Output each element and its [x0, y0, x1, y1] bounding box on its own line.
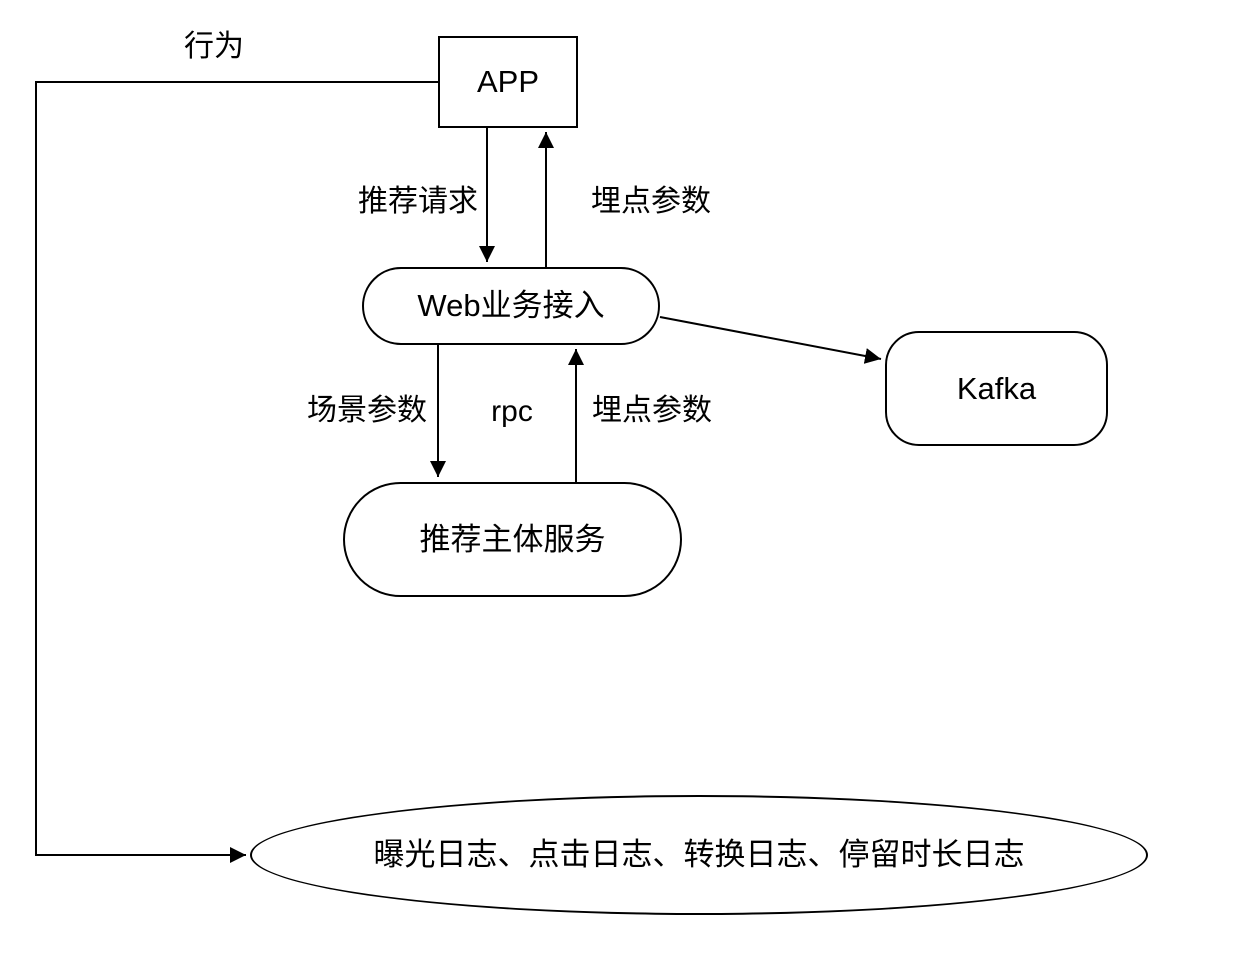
node-recommendation-service-label: 推荐主体服务: [419, 521, 606, 557]
node-app: APP: [438, 36, 578, 128]
edge-label-tracking-params-top: 埋点参数: [591, 185, 711, 218]
node-app-label: APP: [476, 64, 540, 100]
node-web-access: Web业务接入: [362, 267, 660, 345]
edge-label-scene-params: 场景参数: [307, 394, 427, 427]
edge-web-to-kafka: [659, 316, 882, 364]
node-kafka: Kafka: [885, 331, 1108, 446]
edge-label-behavior: 行为: [184, 30, 244, 63]
edge-label-rpc: rpc: [491, 395, 533, 428]
edge-label-tracking-params-mid: 埋点参数: [592, 394, 712, 427]
node-web-access-label: Web业务接入: [417, 288, 605, 324]
edge-app-to-logs: [35, 81, 438, 863]
node-logs-label: 曝光日志、点击日志、转换日志、停留时长日志: [373, 837, 1025, 873]
node-kafka-label: Kafka: [956, 370, 1037, 406]
node-logs-ellipse: 曝光日志、点击日志、转换日志、停留时长日志: [250, 795, 1148, 915]
node-recommendation-service: 推荐主体服务: [343, 482, 682, 597]
edge-label-rec-request: 推荐请求: [358, 185, 478, 218]
